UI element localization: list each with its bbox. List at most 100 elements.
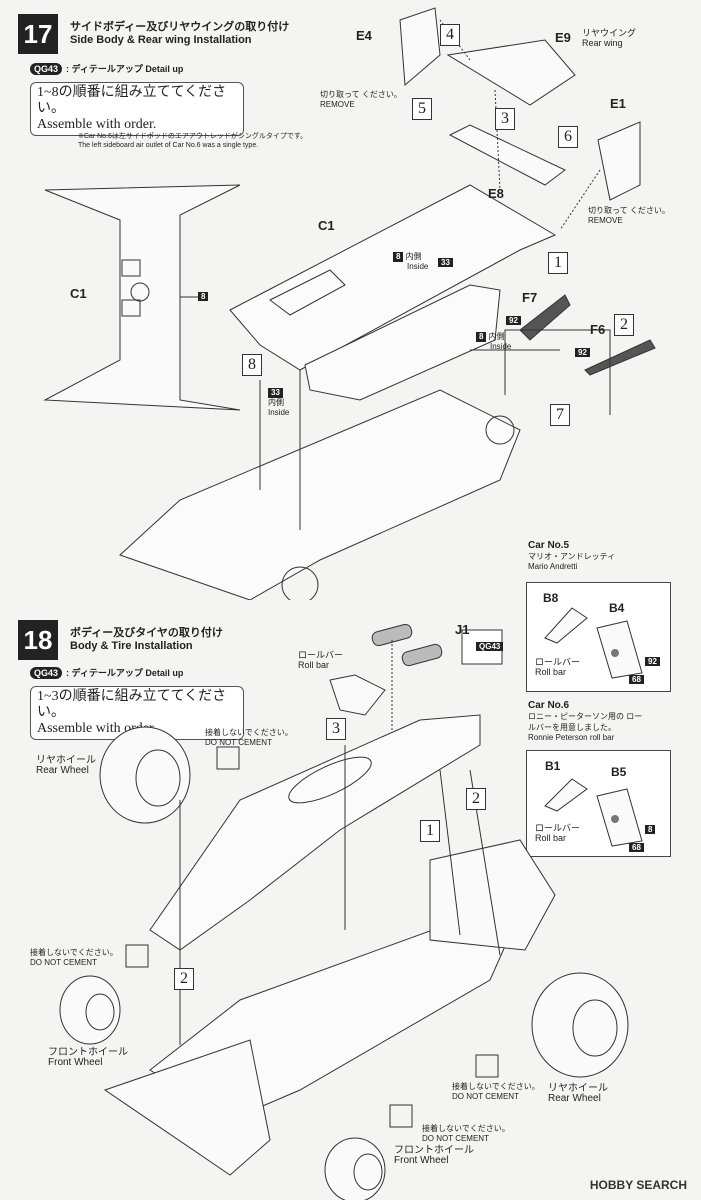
car6-note-en: Ronnie Peterson roll bar: [528, 733, 615, 742]
e1-part: [597, 121, 641, 201]
rollbar-label: ロールバー Roll bar: [298, 650, 343, 670]
order-4: 4: [440, 24, 460, 46]
front-wheel-label-left: フロントホイール Front Wheel: [48, 1048, 128, 1068]
step-17-order-note: 1~8の順番に組み立ててください。 Assemble with order.: [30, 82, 244, 136]
order-5: 5: [412, 98, 432, 120]
inside1-jp: 内側: [405, 252, 422, 261]
dnc-note-2: 接着しないでください。 DO NOT CEMENT: [30, 948, 118, 968]
c1-hole: [130, 282, 150, 302]
rear-wheel-jp-right: リヤホイール: [548, 1083, 608, 1094]
e9-jp: リヤウイング: [582, 28, 637, 38]
part-e4: E4: [356, 28, 372, 43]
qg-tag-18: QG43: [30, 666, 63, 679]
part-e1: E1: [610, 96, 626, 111]
rear-wheel-left: [99, 726, 191, 824]
order-18-2b: 2: [174, 968, 194, 990]
car6-box: B1 B5 ロールバー Roll bar 8 68: [526, 750, 671, 857]
dnc4-jp: 接着しないでください。: [422, 1124, 510, 1133]
j1-tag: QG43: [476, 642, 504, 651]
car5-rollbar-jp: ロールバー: [535, 657, 581, 667]
inside2-num: 8: [476, 332, 487, 342]
qg-label: : ディテールアップ Detail up: [66, 64, 184, 74]
car5-driver-en: Mario Andretti: [528, 562, 578, 571]
dnc3-en: DO NOT CEMENT: [452, 1092, 519, 1101]
remove1-jp: 切り取って ください。: [320, 90, 402, 99]
dnc4-en: DO NOT CEMENT: [422, 1134, 489, 1143]
footnote-en: The left sideboard air outlet of Car No.…: [78, 142, 259, 149]
front-wheel-left-hub: [85, 993, 115, 1031]
j1-part-a: [371, 623, 413, 647]
c1-slot-1: [121, 259, 141, 277]
rear-wheel-right: [531, 972, 629, 1078]
front-wheel-right: [324, 1137, 386, 1200]
order-18-3: 3: [326, 718, 346, 740]
front-wheel-left: [59, 975, 121, 1045]
inside2-en: Inside: [490, 342, 512, 351]
step-17-number: 17: [18, 14, 58, 54]
rear-wheel-label-right: リヤホイール Rear Wheel: [548, 1084, 608, 1104]
step-17-title-jp: サイドボディー及びリヤウイングの取り付け: [70, 21, 290, 33]
dnc-mark-2: [125, 944, 149, 968]
car5-part-b4: B4: [609, 601, 625, 615]
inside1-num: 8: [393, 252, 404, 262]
car6-num-68: 68: [629, 843, 644, 852]
order-note-18-jp: 1~3の順番に組み立ててください。: [37, 689, 227, 720]
inside3-num: 33: [268, 388, 283, 398]
car6-part-b1: B1: [545, 759, 561, 773]
front-wheel-label-right: フロントホイール Front Wheel: [394, 1146, 474, 1166]
part-j1: J1: [455, 622, 470, 637]
front-wheel-en-right: Front Wheel: [394, 1155, 449, 1166]
car5-box: B8 B4 ロールバー Roll bar 92 68: [526, 582, 671, 692]
car5-parts-drawing: [544, 607, 643, 679]
e9-label: リヤウイング Rear wing: [582, 28, 636, 48]
dnc3-jp: 接着しないでください。: [452, 1082, 540, 1091]
car6-rollbar: ロールバー Roll bar: [535, 823, 580, 843]
part-f6: F6: [590, 322, 606, 337]
rear-wheel-jp-left: リヤホイール: [36, 755, 96, 766]
rear-wheel-right-hub: [572, 999, 618, 1057]
order-7: 7: [550, 404, 570, 426]
part-f7: F7: [522, 290, 538, 305]
car6-rollbar-jp: ロールバー: [535, 823, 581, 833]
dnc-note-1: 接着しないでください。 DO NOT CEMENT: [205, 728, 293, 748]
c1-flat-num: 8: [198, 292, 209, 301]
e8-part: [448, 124, 566, 186]
remove1-en: REMOVE: [320, 100, 355, 109]
footnote-jp: ※Car No.6は左サイドポッドのエアアウトレッドがシングルタイプです。: [78, 133, 308, 140]
part-e8: E8: [488, 186, 504, 201]
remove-note-2: 切り取って ください。 REMOVE: [588, 206, 670, 226]
part-e9: E9: [555, 30, 571, 45]
order-6: 6: [558, 126, 578, 148]
front-wheel-en-left: Front Wheel: [48, 1057, 103, 1068]
order-18-1: 1: [420, 820, 440, 842]
step-18-title-jp: ボディー及びタイヤの取り付け: [70, 627, 223, 639]
car6-header: Car No.6 ロニー・ピーターソン用の ロールバーを用意しました。 Ronn…: [528, 700, 648, 742]
car6-title: Car No.6: [528, 700, 570, 711]
order-8: 8: [242, 354, 262, 376]
dnc-note-4: 接着しないでください。 DO NOT CEMENT: [422, 1124, 510, 1144]
f7-part: [519, 294, 571, 341]
c1-outlet: [269, 269, 346, 316]
car5-num-68: 68: [629, 675, 644, 684]
car6-rollbar-en: Roll bar: [535, 833, 567, 843]
car5-rollbar: ロールバー Roll bar: [535, 657, 580, 677]
f7-num: 92: [506, 316, 521, 325]
cockpit-opening: [288, 756, 372, 804]
dnc-mark-4: [389, 1104, 413, 1128]
rollbar-part: [329, 674, 386, 716]
c1-flat-part: [43, 184, 241, 411]
inside-note-3: 33 内側 Inside: [268, 388, 289, 418]
dnc-mark-1: [216, 746, 240, 770]
order-18-2a: 2: [466, 788, 486, 810]
part-c1-side: C1: [318, 218, 335, 233]
dnc-mark-3: [475, 1054, 499, 1078]
dnc2-jp: 接着しないでください。: [30, 948, 118, 957]
car6-num-8: 8: [645, 825, 656, 834]
rollbar-jp: ロールバー: [298, 650, 344, 660]
chassis: [119, 389, 521, 600]
inside2-jp: 内側: [488, 332, 505, 341]
front-wing-18: [103, 1039, 271, 1176]
side-body-lower: [304, 284, 501, 401]
f6-part: [584, 339, 656, 376]
f6-num: 92: [575, 348, 590, 357]
